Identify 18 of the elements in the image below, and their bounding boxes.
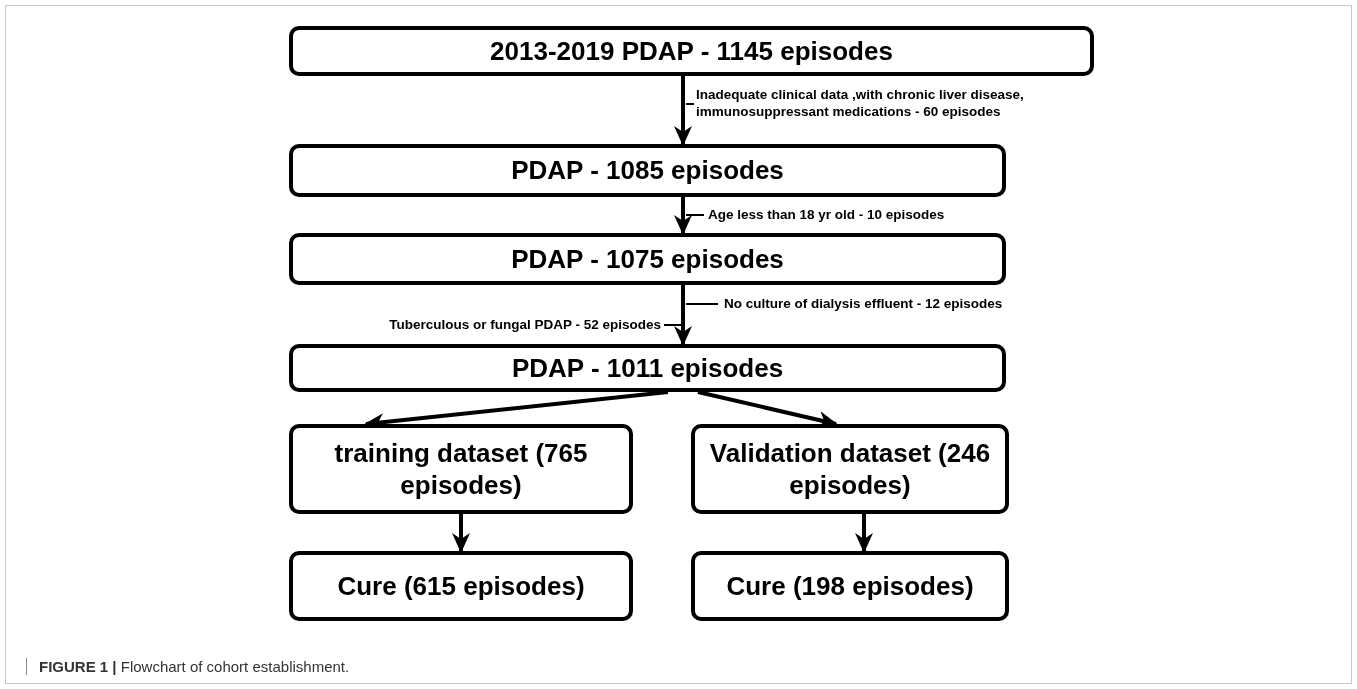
process-box: training dataset (765 episodes) — [289, 424, 633, 514]
arrow — [452, 514, 470, 553]
process-box: PDAP - 1085 episodes — [289, 144, 1006, 197]
process-box: Validation dataset (246 episodes) — [691, 424, 1009, 514]
exclusion-note: No culture of dialysis effluent - 12 episodes — [724, 295, 1004, 312]
exclusion-note: Inadequate clinical data ,with chronic liver disease, immunosuppressant medications - 60 episodes — [696, 86, 1025, 120]
process-box: Cure (615 episodes) — [289, 551, 633, 621]
exclusion-note: Tuberculous or fungal PDAP - 52 episodes — [388, 316, 661, 333]
arrow — [674, 76, 692, 146]
process-box: PDAP - 1011 episodes — [289, 344, 1006, 392]
process-box: 2013-2019 PDAP - 1145 episodes — [289, 26, 1094, 76]
arrow — [855, 514, 873, 553]
exclusion-note: Age less than 18 yr old - 10 episodes — [708, 206, 946, 223]
arrow — [674, 197, 692, 235]
process-box: Cure (198 episodes) — [691, 551, 1009, 621]
arrow — [674, 285, 692, 346]
process-box: PDAP - 1075 episodes — [289, 233, 1006, 285]
figure-caption: FIGURE 1 | Flowchart of cohort establishment. — [26, 658, 350, 675]
